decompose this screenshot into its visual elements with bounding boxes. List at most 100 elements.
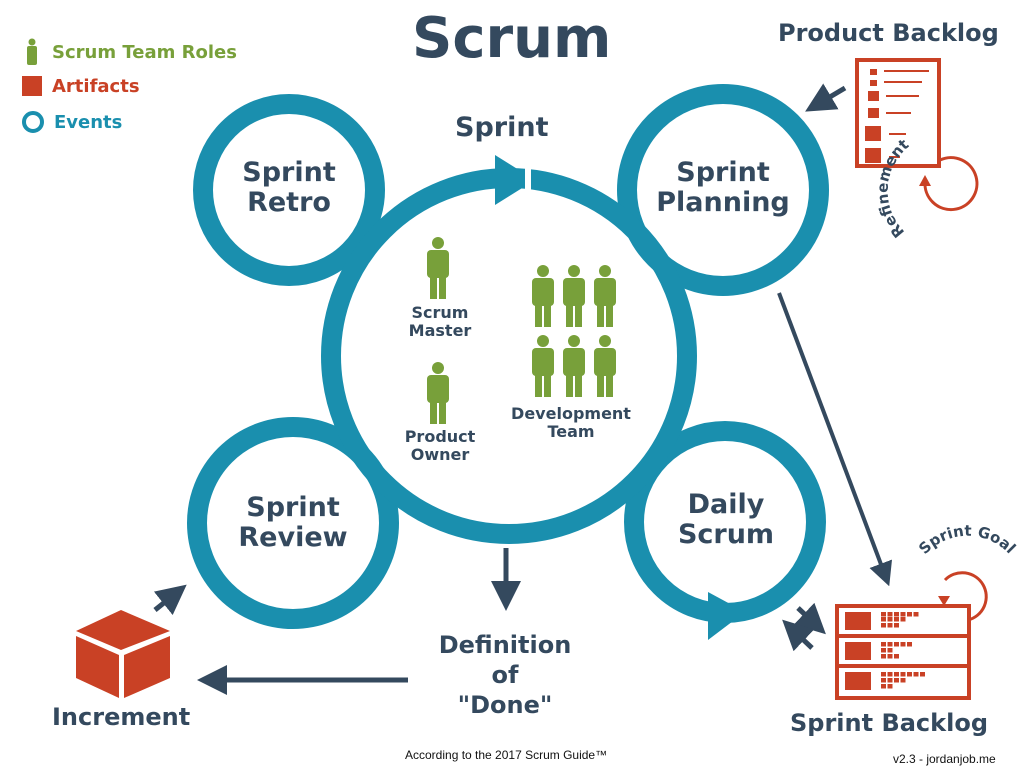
task-cell	[913, 612, 919, 617]
task-cell	[913, 672, 919, 677]
daily-scrum-line2: Scrum	[677, 518, 775, 550]
task-cell	[894, 642, 899, 647]
task-cell	[900, 642, 906, 647]
sprint-backlog-icon	[835, 571, 988, 700]
sprint-review-circle	[187, 417, 399, 629]
development-team-member-figure	[594, 265, 616, 327]
task-cell	[887, 654, 893, 659]
planning-to-sprint-backlog-arrow	[777, 292, 893, 587]
increment-cube-icon	[76, 610, 170, 698]
product-owner-line2: Owner	[410, 444, 470, 464]
increment-label: Increment	[52, 703, 191, 731]
product-owner-figure	[427, 362, 449, 424]
sprint-planning-circle	[617, 84, 829, 296]
task-cell	[900, 672, 906, 677]
task-cell	[907, 672, 912, 677]
development-team-member-figure	[532, 335, 554, 397]
task-cell	[900, 612, 906, 617]
daily-scrum-arrowhead	[708, 592, 745, 640]
sprint-backlog-to-daily-arrow	[782, 619, 815, 652]
task-cell	[881, 654, 886, 659]
dod-line2: of	[491, 661, 519, 689]
ring-icon	[22, 111, 44, 133]
source-note: According to the 2017 Scrum Guide™	[405, 748, 608, 762]
task-cell	[887, 623, 893, 628]
product-owner-line1: Product	[404, 427, 476, 446]
sprint-review-line1: Sprint	[246, 492, 340, 523]
task-cell	[887, 612, 893, 617]
task-cell	[881, 678, 886, 683]
version-note: v2.3 - jordanjob.me	[893, 752, 996, 766]
task-cell	[887, 642, 893, 647]
legend-artifacts: Artifacts	[22, 74, 140, 98]
sprint-goal-label: Sprint Goal	[915, 522, 1019, 558]
dod-line1: Definition	[438, 631, 572, 659]
task-cell	[881, 672, 886, 677]
legend-events-label: Events	[54, 111, 123, 133]
sprint-review-line2: Review	[238, 521, 348, 553]
task-cell	[887, 617, 893, 622]
development-team-member-figure	[563, 335, 585, 397]
daily-scrum-line1: Daily	[687, 489, 765, 520]
product-backlog-icon	[855, 58, 979, 212]
legend-roles: Scrum Team Roles	[22, 38, 237, 66]
legend-roles-label: Scrum Team Roles	[52, 41, 237, 63]
task-cell	[907, 612, 912, 617]
development-team-line2: Team	[547, 421, 595, 441]
development-team-member-figure	[532, 265, 554, 327]
task-cell	[907, 642, 912, 647]
sprint-backlog-label: Sprint Backlog	[790, 709, 989, 737]
legend-artifacts-label: Artifacts	[52, 75, 140, 97]
task-cell	[894, 678, 899, 683]
legend-events: Events	[22, 109, 122, 135]
sprint-retro-line2: Retro	[247, 186, 331, 218]
sprint-circle	[321, 168, 697, 544]
task-cell	[881, 648, 886, 653]
scrum-master-figure	[427, 237, 449, 299]
task-cell	[887, 684, 893, 689]
development-team-member-figure	[594, 335, 616, 397]
task-cell	[887, 678, 893, 683]
task-cell	[920, 672, 925, 677]
development-team-line1: Development	[511, 404, 631, 423]
task-cell	[881, 623, 886, 628]
task-cell	[894, 654, 899, 659]
increment-to-review-arrow	[153, 584, 187, 616]
development-team-member-figure	[563, 265, 585, 327]
task-cell	[887, 648, 893, 653]
sprint-label: Sprint	[455, 112, 549, 143]
daily-to-sprint-backlog-arrow	[793, 602, 826, 635]
sprint-retro-line1: Sprint	[242, 157, 336, 188]
sprint-arrowhead	[495, 155, 535, 205]
task-cell	[894, 623, 899, 628]
product-backlog-label: Product Backlog	[778, 19, 999, 47]
scrum-master-line2: Master	[408, 320, 472, 340]
task-cell	[894, 612, 899, 617]
task-cell	[881, 617, 886, 622]
square-icon	[22, 76, 42, 96]
sprint-planning-line2: Planning	[656, 186, 790, 218]
page-title: Scrum	[412, 6, 612, 71]
backlog-to-planning-arrow	[805, 83, 847, 112]
task-cell	[900, 617, 906, 622]
dod-line3: "Done"	[457, 691, 553, 719]
task-cell	[894, 617, 899, 622]
person-icon	[27, 38, 37, 65]
task-cell	[881, 612, 886, 617]
task-cell	[881, 684, 886, 689]
task-cell	[887, 672, 893, 677]
sprint-planning-line1: Sprint	[676, 157, 770, 188]
task-cell	[894, 672, 899, 677]
sprint-retro-circle	[193, 94, 385, 286]
scrum-master-line1: Scrum	[411, 303, 469, 322]
task-cell	[900, 678, 906, 683]
